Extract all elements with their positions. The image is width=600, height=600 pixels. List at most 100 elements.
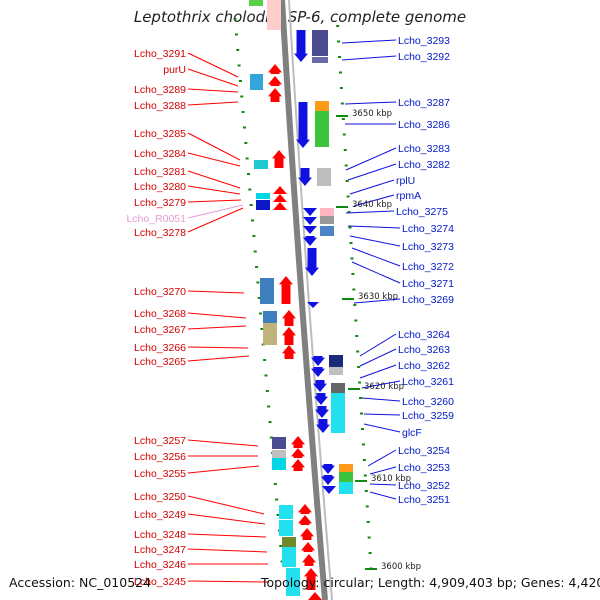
right-gene-label: Lcho_3254 (398, 445, 450, 457)
left-gene-label: Lcho_3248 (134, 529, 186, 541)
right-gene-label: Lcho_3283 (398, 143, 450, 155)
gene-3289-arrow (268, 88, 282, 102)
right-ring-dot (368, 552, 372, 554)
right-leader-line (359, 333, 397, 357)
left-ring-dot (269, 436, 273, 439)
right-ring-dot (345, 180, 349, 182)
right-leader-line (359, 364, 397, 379)
right-ring-dot (344, 164, 348, 167)
gene-3256-arrow (291, 448, 305, 458)
gene-3271-arrow (305, 248, 319, 276)
gene-3274-arrow (303, 217, 317, 225)
left-gene-label: Lcho_3285 (134, 128, 186, 140)
gene-3248-domain (282, 537, 296, 547)
right-ring-dot (336, 25, 340, 27)
right-ring-dot (343, 149, 347, 151)
left-leader-line (187, 88, 239, 93)
right-leader-line (345, 210, 395, 214)
kbp-label: 3610 kbp (371, 474, 411, 484)
left-ring-dot (236, 49, 240, 51)
gene-3259-arrow (316, 419, 330, 433)
right-gene-label: Lcho_3282 (398, 159, 450, 171)
left-leader-line (187, 52, 239, 78)
left-ring-dot (233, 18, 237, 20)
left-gene-label: Lcho_3291 (134, 48, 186, 60)
gene-3264-arrow (311, 356, 325, 366)
gene-features (249, 0, 353, 600)
left-gene-label: Lcho_3278 (134, 227, 186, 239)
left-gene-label: Lcho_3257 (134, 435, 186, 447)
right-leader-line (361, 397, 401, 402)
left-leader-line (187, 533, 267, 538)
left-leader-line (187, 152, 241, 167)
gene-3287-domain (315, 101, 329, 111)
left-gene-label: Lcho_3288 (134, 100, 186, 112)
gene-3275-domain (320, 208, 334, 216)
gene-3293-domain (312, 30, 328, 56)
left-gene-label: Lcho_3245 (134, 576, 186, 588)
left-gene-label: Lcho_3280 (134, 181, 186, 193)
right-leader-line (363, 413, 401, 416)
left-ring-dot (268, 421, 272, 423)
gene-3291-domain (250, 74, 263, 90)
right-ring-dot (361, 443, 365, 446)
gene-3253-domain (339, 472, 353, 482)
left-ring-dot (275, 498, 279, 501)
right-leader-line (353, 298, 401, 304)
gene-3292-domain (312, 57, 328, 63)
right-gene-label: Lcho_3259 (402, 410, 454, 422)
right-ring-dot (347, 211, 351, 213)
left-leader-line (187, 312, 247, 319)
right-gene-label: Lcho_3263 (398, 344, 450, 356)
gene-3260-arrow (315, 406, 329, 418)
right-leader-line (369, 491, 397, 500)
left-leader-line (187, 68, 239, 87)
gene-3257-arrow (291, 436, 305, 448)
gene-3255-domain (272, 458, 286, 470)
right-ring-dot (360, 412, 364, 415)
gene-3266-arrow (282, 345, 296, 359)
left-ring-dot (242, 126, 246, 129)
gene-3285-arrow (272, 150, 286, 168)
left-gene-label: Lcho_3256 (134, 451, 186, 463)
right-ring-dot (364, 490, 368, 492)
right-ring-dot (365, 505, 369, 508)
gene-3281-domain (256, 193, 270, 199)
right-ring-dot (340, 102, 344, 105)
gene-3270-domain (260, 278, 274, 304)
gene-3273-arrow (303, 226, 317, 234)
left-gene-label: Lcho_3270 (134, 286, 186, 298)
gene-3290-arrow (268, 76, 282, 86)
right-ring-dot (348, 226, 352, 229)
gene-3272-arrow (303, 236, 317, 246)
left-ring-dot (267, 405, 271, 408)
label-leader-lines (187, 39, 401, 583)
left-ring-dot (240, 95, 244, 98)
right-leader-line (369, 483, 397, 486)
right-gene-label: rplU (396, 175, 415, 187)
right-leader-line (367, 449, 397, 467)
left-ring-dot (251, 219, 255, 222)
gene-3247-domain (282, 547, 296, 567)
right-ring-dot (362, 459, 366, 461)
gene-3287-arrow (296, 102, 310, 148)
right-ring-dot (350, 257, 354, 260)
right-ring-dot (352, 288, 356, 291)
right-gene-label: Lcho_3271 (402, 278, 454, 290)
right-gene-label: rpmA (396, 190, 421, 202)
gene-3257-domain (272, 437, 286, 449)
left-leader-line (187, 439, 259, 447)
gene-3264-domain (329, 355, 343, 367)
right-ring-dot (339, 87, 343, 89)
left-gene-label: Lcho_3266 (134, 342, 186, 354)
tick-marks (233, 18, 373, 570)
gene-3249-domain (279, 520, 293, 536)
left-gene-label: Lcho_3268 (134, 308, 186, 320)
gene-3249-arrow (298, 515, 312, 525)
right-ring-dot (342, 133, 346, 136)
right-leader-line (345, 147, 397, 171)
right-ring-dot (351, 273, 355, 275)
top-pink-block (267, 0, 281, 30)
left-ring-dot (245, 157, 249, 160)
